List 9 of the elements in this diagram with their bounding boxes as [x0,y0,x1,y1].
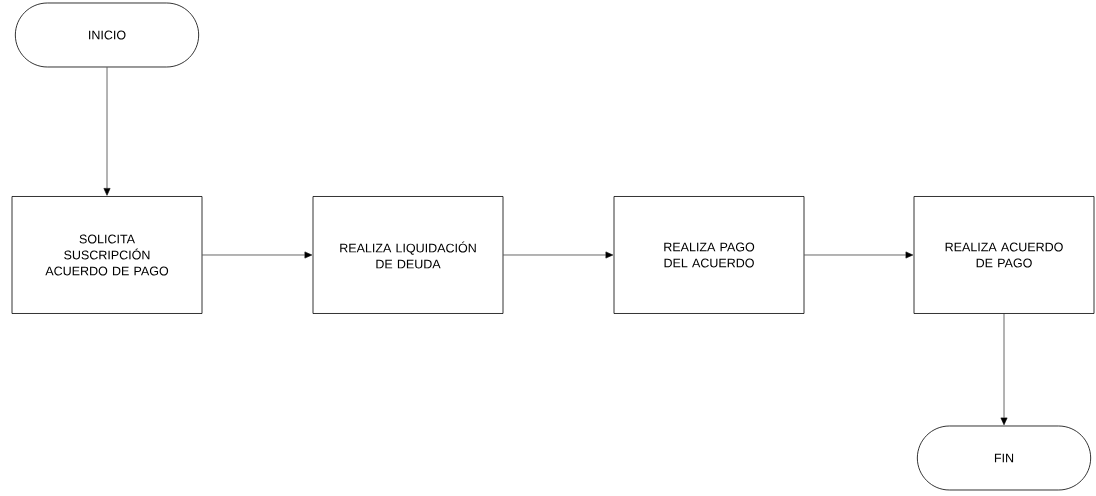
process-box: REALIZA LIQUIDACIÓN DE DEUDA [312,196,504,314]
process-box: SOLICITA SUSCRIPCIÓN ACUERDO DE PAGO [11,196,203,314]
process-box: REALIZA PAGO DEL ACUERDO [613,196,805,314]
arrow [503,251,614,259]
arrow [202,251,313,259]
arrow [1000,313,1008,426]
arrow [804,251,914,259]
arrow [103,67,111,196]
process-box: REALIZA ACUERDO DE PAGO [913,196,1095,314]
